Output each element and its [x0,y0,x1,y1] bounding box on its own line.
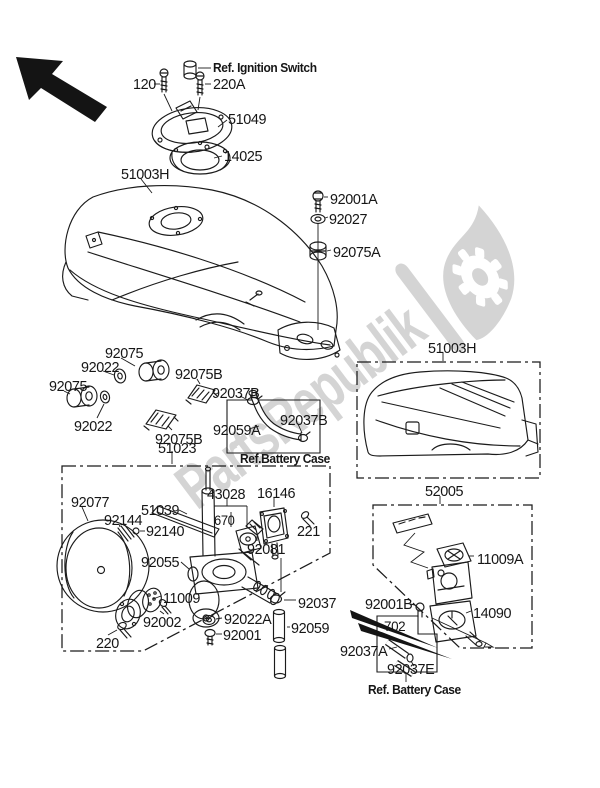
part-label-14025: 14025 [224,148,263,165]
clamp-92075b-drawing [144,379,217,430]
part-label-ref-ignition-switch: Ref. Ignition Switch [213,61,317,75]
screw-220a-drawing [196,72,211,110]
part-label-92059a: 92059A [213,422,261,439]
part-label-92001: 92001 [223,627,262,644]
part-label-92037a: 92037A [340,643,388,660]
part-label-92075: 92075 [49,378,88,395]
battery-case-ref-drawing [350,610,452,682]
part-label-92077: 92077 [71,494,110,511]
part-label-92081: 92081 [247,541,286,558]
part-label-ref-battery-case: Ref.Battery Case [240,452,330,466]
part-label-43028: 43028 [207,486,246,503]
tank-mount-fasteners-drawing [310,191,331,330]
cap-gasket-drawing [170,141,230,174]
part-label-92075a: 92075A [333,244,381,261]
part-label-92075b: 92075B [155,431,203,448]
part-label-120: 120 [133,76,156,93]
part-label-51003h: 51003H [428,340,477,357]
part-label-92037b: 92037B [212,385,260,402]
part-label-51049: 51049 [228,111,267,128]
part-label-92144: 92144 [104,512,143,529]
part-label-52005: 52005 [425,483,464,500]
part-label-51039: 51039 [141,502,180,519]
part-label-702: 702 [384,618,406,634]
fuel-pump-group-box [373,496,532,648]
part-label-92001a: 92001A [330,191,378,208]
part-label-92022a: 92022A [224,611,272,628]
screw-120-drawing [154,69,172,111]
part-label-92037: 92037 [298,595,337,612]
part-label-ref-battery-case: Ref. Battery Case [368,683,461,697]
part-label-92002: 92002 [143,614,182,631]
part-label-92075b: 92075B [175,366,223,383]
part-label-92001b: 92001B [365,596,413,613]
fuel-pump-drawing [393,514,493,647]
part-label-92022: 92022 [74,418,113,435]
part-label-11009: 11009 [163,590,201,607]
petcock-assembly-drawing [57,467,314,678]
part-label-51003h: 51003H [121,166,170,183]
part-label-92075: 92075 [105,345,144,362]
part-label-14090: 14090 [473,605,512,622]
part-label-92037e: 92037E [387,661,435,678]
direction-arrow-icon [16,57,107,122]
gear-wrench-flag-icon [395,205,515,353]
part-label-220: 220 [96,635,119,652]
part-label-92022: 92022 [81,359,120,376]
part-label-670: 670 [214,513,235,528]
part-label-92059: 92059 [291,620,330,637]
tank-side-view-box [357,352,540,478]
battery-hose-drawing [172,390,320,464]
part-label-92027: 92027 [329,211,368,228]
part-label-220a: 220A [213,76,246,93]
part-label-92055: 92055 [141,554,180,571]
fuel-tank-drawing [63,179,340,359]
damper-cluster-drawing [64,358,169,418]
part-label-92140: 92140 [146,523,185,540]
watermark: PartsRepublik [148,198,548,541]
part-label-11009a: 11009A [477,551,524,568]
part-label-16146: 16146 [257,485,296,502]
petcock-group-box [62,466,330,651]
part-label-51023: 51023 [158,440,197,457]
part-label-92037b: 92037B [280,412,328,429]
part-label-221: 221 [297,523,320,540]
